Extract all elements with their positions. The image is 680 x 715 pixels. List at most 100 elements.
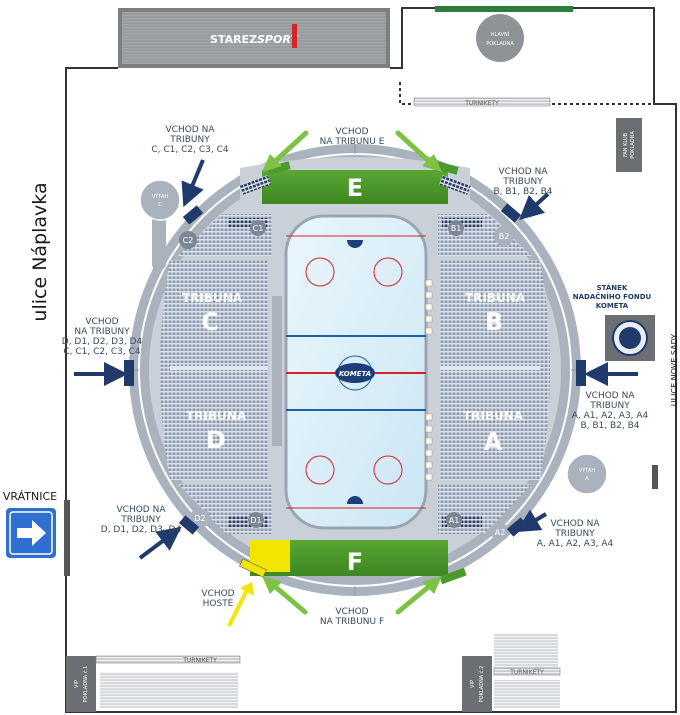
elevator-c: VÝTAH C <box>139 179 181 270</box>
guest-gate[interactable] <box>239 558 267 578</box>
gate-west[interactable] <box>124 360 134 386</box>
entrance-se-label-2: TRIBUNY <box>554 529 595 539</box>
section-labels: C1 C2 B1 B2 D1 D2 A1 A2 <box>179 220 514 541</box>
vip-right-label: VIP <box>470 680 476 688</box>
gatehouse-label: VRÁTNICE <box>3 490 57 503</box>
street-left: ulice Náplavka <box>29 182 51 321</box>
elevator-label-2: C <box>158 202 162 208</box>
tribune-c-label: C <box>201 308 219 336</box>
entrance-ne-label-3: B, B1, B2, B4 <box>493 187 552 197</box>
gate-east[interactable] <box>576 360 586 386</box>
elevator-label-2: A <box>585 476 589 482</box>
tribune-f[interactable]: F <box>250 540 448 576</box>
entrance-guests-label: VCHOD <box>201 589 234 599</box>
entrance-f-label: VCHOD <box>335 607 368 617</box>
entrance-ne-label-2: TRIBUNY <box>502 177 543 187</box>
tribune-word: TRIBUNA <box>182 291 243 305</box>
section-b1: B1 <box>451 224 462 233</box>
seating <box>160 175 550 534</box>
tribune-e[interactable]: E <box>240 157 470 208</box>
vip-cashdesk-2: VIP POKLADNA č.2 TURNIKETY <box>462 634 561 712</box>
elevator-a: VÝTAH A <box>566 453 608 495</box>
entrance-nw-label: VCHOD NA <box>166 125 216 135</box>
section-d1: D1 <box>250 516 261 525</box>
sponsor-name: STAREZ <box>210 33 257 46</box>
gates-green[interactable] <box>267 161 467 585</box>
section-a1: A1 <box>449 516 460 525</box>
vip-right-label-2: POKLADNA č.2 <box>478 666 485 703</box>
turnstiles-top: TURNIKETY <box>413 97 551 107</box>
entrance-w-label-4: C, C1, C2, C3, C4 <box>63 347 140 357</box>
entrance-labels: VCHOD NA TRIBUNU E VCHOD NA TRIBUNU F VC… <box>62 125 649 627</box>
elevator-label: VÝTAH <box>152 193 169 200</box>
main-cashdesk: HLAVNÍ POKLADNA <box>435 6 573 62</box>
gate-ne[interactable] <box>500 203 522 223</box>
entrance-east-label-4: B, B1, B2, B4 <box>580 421 639 431</box>
stand-label-2: NADAČNÍHO FONDU <box>573 292 652 301</box>
rink-logo-text: KOMETA <box>339 370 371 378</box>
entrance-sw-label: VCHOD NA <box>117 505 167 515</box>
bench <box>272 296 282 446</box>
fanclub-label: FAN KLUB <box>623 132 629 157</box>
tribune-word: TRIBUNA <box>465 291 526 305</box>
sponsor-banner: STAREZ SPORT <box>118 8 390 68</box>
entrance-f-label-2: NA TRIBUNU F <box>320 617 384 627</box>
entrance-se-label-3: A, A1, A2, A3, A4 <box>537 539 614 549</box>
entrance-e-label-2: NA TRIBUNU E <box>320 137 385 147</box>
tribune-f-label: F <box>347 548 363 576</box>
stand-label-3: KOMETA <box>596 302 629 310</box>
entrance-east-label-2: TRIBUNY <box>589 401 630 411</box>
foundation-stand: STÁNEK NADAČNÍHO FONDU KOMETA <box>573 283 655 361</box>
turnstile-line <box>399 82 654 105</box>
tribune-e-label: E <box>347 174 363 202</box>
penalty-boxes <box>425 279 433 481</box>
sponsor-name-2: SPORT <box>257 33 299 46</box>
fanclub-cashdesk: FAN KLUB POKLADNA <box>616 118 642 172</box>
turnstiles-label: TURNIKETY <box>509 669 544 676</box>
entrance-sw-label-2: TRIBUNY <box>120 515 161 525</box>
turnstiles-label: TURNIKETY <box>182 657 217 664</box>
gate-sw[interactable] <box>178 515 200 535</box>
fanclub-label-2: POKLADNA <box>630 131 636 159</box>
entrance-w-label-3: D, D1, D2, D3, D4 <box>62 337 143 347</box>
gatehouse: VRÁTNICE <box>3 490 57 558</box>
guest-arrow-icon <box>227 582 254 627</box>
entrance-guests-label-2: HOSTÉ <box>203 597 234 609</box>
section-c2: C2 <box>183 236 194 245</box>
vip-left-label-2: POKLADNA č.1 <box>82 666 89 703</box>
entrance-arrow-icon <box>74 159 638 560</box>
site-boundary <box>65 7 677 713</box>
tribune-word: TRIBUNA <box>463 409 524 423</box>
vip-cashdesk-1: VIP POKLADNA č.1 TURNIKETY <box>66 655 241 712</box>
tribune-word: TRIBUNA <box>186 409 247 423</box>
entrance-nw-label-3: C, C1, C2, C3, C4 <box>151 145 228 155</box>
kometa-logo-icon: KOMETA <box>335 363 375 383</box>
section-a2: A2 <box>495 528 506 537</box>
direction-arrow-icon <box>269 130 435 615</box>
stand-label: STÁNEK <box>597 283 628 292</box>
entrance-east-label-3: A, A1, A2, A3, A4 <box>572 411 649 421</box>
entrance-e-label: VCHOD <box>335 127 368 137</box>
cashdesk-label: HLAVNÍ <box>491 31 510 38</box>
turnstiles-label: TURNIKETY <box>464 100 499 107</box>
entrance-w-label: VCHOD <box>85 317 118 327</box>
section-d2: D2 <box>194 514 205 523</box>
tribune-b-label: B <box>485 308 503 336</box>
street-right: ULICE NOVÉ SADY <box>668 334 679 406</box>
post <box>64 500 70 576</box>
section-b2: B2 <box>499 232 510 241</box>
entrance-se-label: VCHOD NA <box>551 519 601 529</box>
tribune-a-label: A <box>484 428 503 456</box>
tribune-labels: TRIBUNA C TRIBUNA D TRIBUNA B TRIBUNA A <box>182 291 526 456</box>
post <box>652 465 658 489</box>
entrance-w-label-2: NA TRIBUNY <box>74 327 130 337</box>
entrance-nw-label-2: TRIBUNY <box>169 135 210 145</box>
ice-rink: KOMETA <box>284 214 428 530</box>
direction-arrow-icon <box>17 520 46 546</box>
cashdesk-label-2: POKLADNA <box>486 41 514 47</box>
gate-nw[interactable] <box>182 205 204 225</box>
entrance-east-label: VCHOD NA <box>586 391 636 401</box>
vip-left-label: VIP <box>74 680 80 688</box>
